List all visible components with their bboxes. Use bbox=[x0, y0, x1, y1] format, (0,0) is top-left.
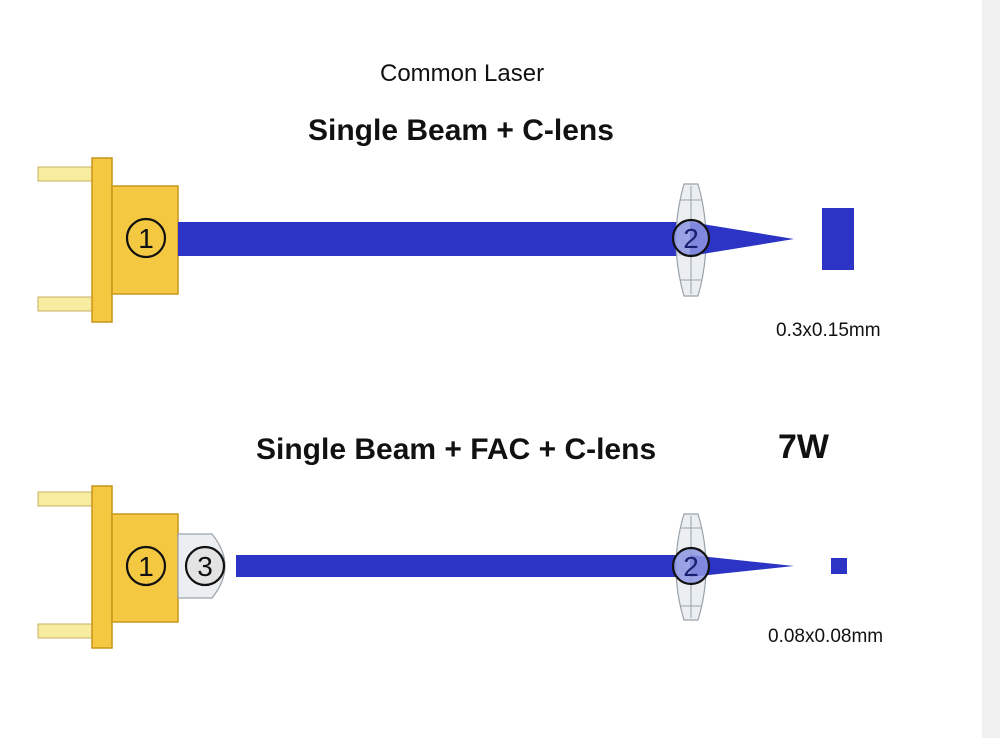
laser-beam bbox=[236, 555, 686, 577]
marker-1: 1 bbox=[125, 545, 167, 587]
mount-flange bbox=[91, 157, 113, 323]
setup-1-heading: Single Beam + C-lens bbox=[308, 114, 614, 147]
setup-1-spot-size: 0.3x0.15mm bbox=[776, 320, 881, 341]
mount-pin-top bbox=[37, 166, 97, 182]
marker-2-label: 2 bbox=[683, 551, 699, 582]
mount-flange bbox=[91, 485, 113, 649]
mount-pin-bottom bbox=[37, 296, 97, 312]
laser-beam bbox=[178, 222, 686, 256]
marker-2: 2 bbox=[671, 218, 711, 258]
setup-2: 1 3 2 bbox=[37, 485, 847, 649]
marker-1-label: 1 bbox=[138, 223, 154, 254]
laser-diode-mount-icon bbox=[37, 157, 179, 323]
marker-1: 1 bbox=[125, 217, 167, 259]
marker-2: 2 bbox=[671, 546, 711, 586]
diagram-title: Common Laser bbox=[380, 60, 545, 87]
setup-2-power: 7W bbox=[778, 428, 829, 466]
setup-1: 1 2 bbox=[37, 157, 854, 323]
focused-beam-cone bbox=[690, 222, 794, 256]
mount-pin-top bbox=[37, 491, 97, 507]
mount-pin-bottom bbox=[37, 623, 97, 639]
beam-spot bbox=[831, 558, 847, 574]
marker-3-label: 3 bbox=[197, 551, 213, 582]
focused-beam-cone bbox=[690, 555, 794, 577]
setup-2-heading: Single Beam + FAC + C-lens bbox=[256, 433, 657, 466]
setup-2-spot-size: 0.08x0.08mm bbox=[768, 626, 884, 647]
marker-3: 3 bbox=[184, 545, 226, 587]
marker-1-label: 1 bbox=[138, 551, 154, 582]
right-border-strip bbox=[982, 0, 1000, 738]
beam-spot bbox=[822, 208, 854, 270]
marker-2-label: 2 bbox=[683, 223, 699, 254]
